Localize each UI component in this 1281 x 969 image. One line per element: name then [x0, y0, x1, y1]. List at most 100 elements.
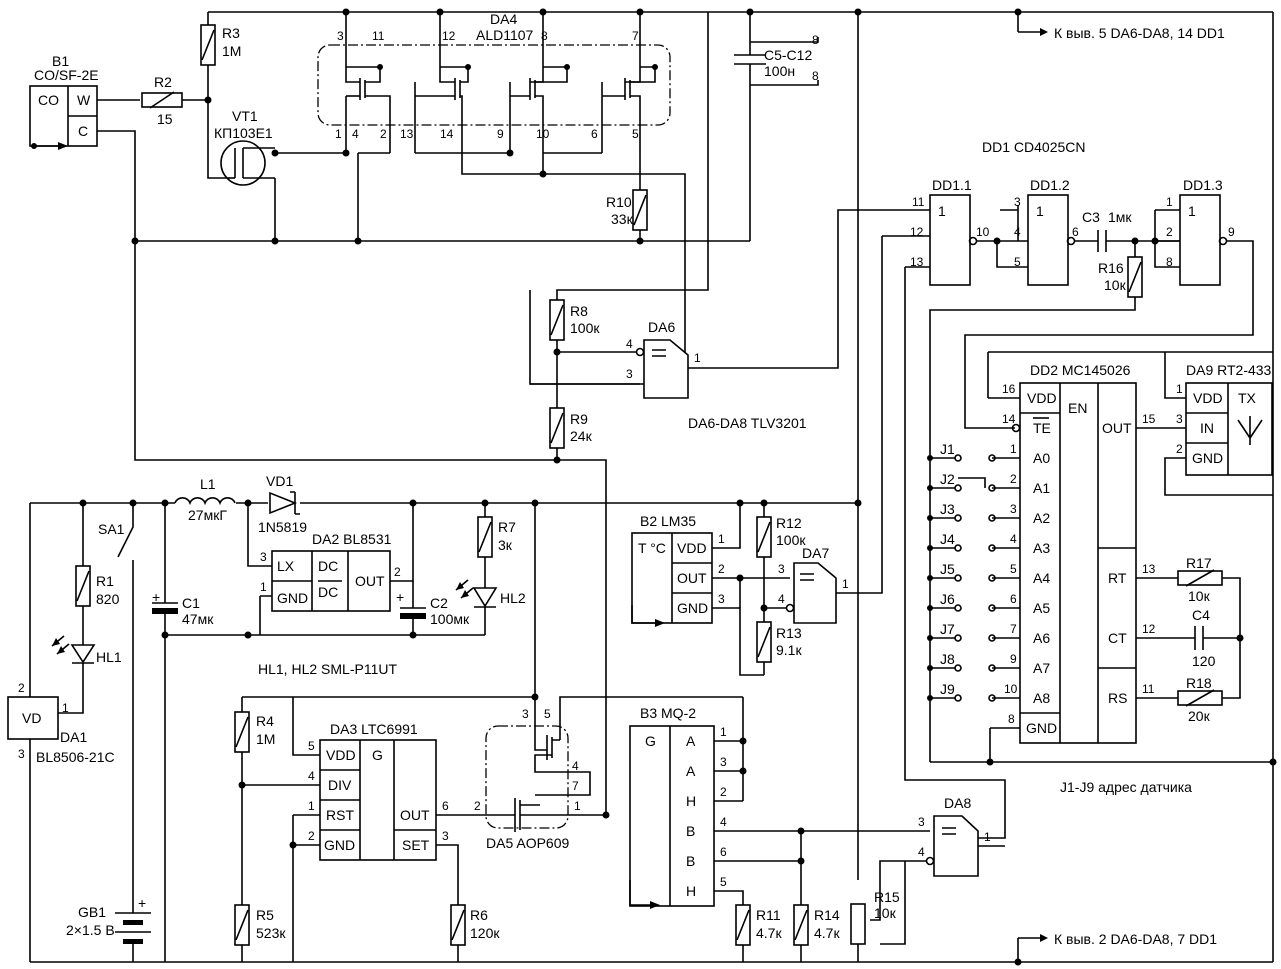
da4-label: DA4 — [490, 11, 517, 27]
svg-text:1: 1 — [62, 701, 69, 715]
svg-text:H: H — [686, 793, 696, 809]
svg-text:T °C: T °C — [638, 540, 666, 556]
r10-label: R10 — [606, 194, 632, 210]
r16-label: R16 — [1098, 260, 1124, 276]
svg-text:2: 2 — [1010, 472, 1017, 486]
svg-text:3: 3 — [1010, 502, 1017, 516]
svg-text:5: 5 — [632, 127, 639, 141]
svg-text:A: A — [686, 763, 696, 779]
r10-resistor — [632, 189, 648, 241]
to-pin2-label: К выв. 2 DA6-DA8, 7 DD1 — [1054, 931, 1217, 947]
b3-chip — [629, 697, 930, 962]
svg-text:13: 13 — [910, 255, 924, 269]
svg-text:7: 7 — [572, 779, 579, 793]
svg-text:J2: J2 — [940, 471, 955, 487]
da3-chip — [234, 696, 535, 962]
dd13-label: DD1.3 — [1183, 177, 1223, 193]
svg-text:12: 12 — [442, 29, 456, 43]
svg-text:RST: RST — [326, 807, 354, 823]
svg-text:J9: J9 — [940, 681, 955, 697]
r2-label: R2 — [154, 74, 172, 90]
r10-value: 33к — [611, 211, 634, 227]
svg-text:2: 2 — [1176, 442, 1183, 456]
svg-text:2: 2 — [718, 562, 725, 576]
svg-text:8: 8 — [812, 33, 819, 47]
r6-value: 120к — [470, 925, 500, 941]
svg-text:A0: A0 — [1033, 450, 1050, 466]
svg-text:4: 4 — [1010, 532, 1017, 546]
svg-text:12: 12 — [1142, 622, 1156, 636]
c1-value: 47мк — [182, 611, 214, 627]
l1-inductor — [174, 497, 236, 506]
b1-type: CO/SF-2E — [34, 67, 99, 83]
svg-text:3: 3 — [442, 829, 449, 843]
bus-503c — [300, 12, 859, 504]
svg-text:B: B — [686, 823, 695, 839]
svg-text:B: B — [686, 853, 695, 869]
c3-label: C3 — [1082, 209, 1100, 225]
svg-text:6: 6 — [720, 845, 727, 859]
r5-label: R5 — [256, 907, 274, 923]
c4-value: 120 — [1192, 653, 1216, 669]
b2-label: B2 LM35 — [640, 513, 696, 529]
svg-text:3: 3 — [778, 562, 785, 576]
svg-text:+: + — [396, 589, 404, 605]
c4-label: C4 — [1192, 607, 1210, 623]
svg-text:IN: IN — [1200, 420, 1214, 436]
svg-text:8: 8 — [812, 69, 819, 83]
dd2-rs: RS — [1108, 690, 1127, 706]
svg-text:A4: A4 — [1033, 570, 1050, 586]
svg-text:1: 1 — [260, 580, 267, 594]
svg-text:1: 1 — [1010, 442, 1017, 456]
gb1-label: GB1 — [78, 904, 106, 920]
vd1-diode — [269, 491, 300, 515]
r8-label: R8 — [570, 303, 588, 319]
svg-text:4: 4 — [308, 769, 315, 783]
gb1-battery — [115, 895, 151, 962]
dd2-out: OUT — [1102, 420, 1132, 436]
svg-text:2: 2 — [380, 127, 387, 141]
r6-label: R6 — [470, 907, 488, 923]
svg-text:GND: GND — [277, 590, 308, 606]
svg-text:1: 1 — [984, 830, 991, 844]
svg-text:13: 13 — [400, 127, 414, 141]
da1-label: DA1 — [60, 729, 87, 745]
dd2-chip — [930, 351, 1273, 766]
svg-text:TX: TX — [1238, 390, 1257, 406]
svg-text:7: 7 — [632, 29, 639, 43]
svg-text:11: 11 — [912, 195, 925, 209]
svg-text:9: 9 — [497, 127, 504, 141]
svg-text:VDD: VDD — [326, 747, 356, 763]
svg-text:7: 7 — [1010, 622, 1017, 636]
b2-da7 — [631, 503, 837, 676]
svg-text:J4: J4 — [940, 531, 955, 547]
j-note: J1-J9 адрес датчика — [1060, 779, 1192, 795]
svg-text:16: 16 — [1002, 382, 1016, 396]
svg-text:DC: DC — [318, 558, 338, 574]
svg-text:1: 1 — [1166, 195, 1173, 209]
svg-text:1: 1 — [1188, 203, 1196, 219]
r15-value: 10к — [874, 905, 897, 921]
svg-text:3: 3 — [522, 707, 529, 721]
da1-chip — [7, 503, 59, 962]
sa1-label: SA1 — [98, 521, 125, 537]
r7-label: R7 — [498, 519, 516, 535]
svg-text:OUT: OUT — [355, 573, 385, 589]
r7-hl2 — [455, 503, 498, 635]
dd1-chip — [836, 194, 1254, 839]
svg-text:5: 5 — [1014, 255, 1021, 269]
svg-text:3: 3 — [720, 755, 727, 769]
svg-text:3: 3 — [18, 747, 25, 761]
svg-text:LX: LX — [277, 558, 295, 574]
c2-capacitor — [400, 581, 426, 635]
c1-label: C1 — [182, 595, 200, 611]
svg-text:11: 11 — [372, 29, 385, 43]
dd2-ct: CT — [1108, 630, 1127, 646]
svg-text:15: 15 — [1142, 412, 1156, 426]
l1-value: 27мкГ — [188, 507, 227, 523]
svg-text:6: 6 — [442, 799, 449, 813]
vt1-label: VT1 — [232, 108, 258, 124]
sa1-switch — [117, 503, 134, 895]
r14-label: R14 — [814, 907, 840, 923]
